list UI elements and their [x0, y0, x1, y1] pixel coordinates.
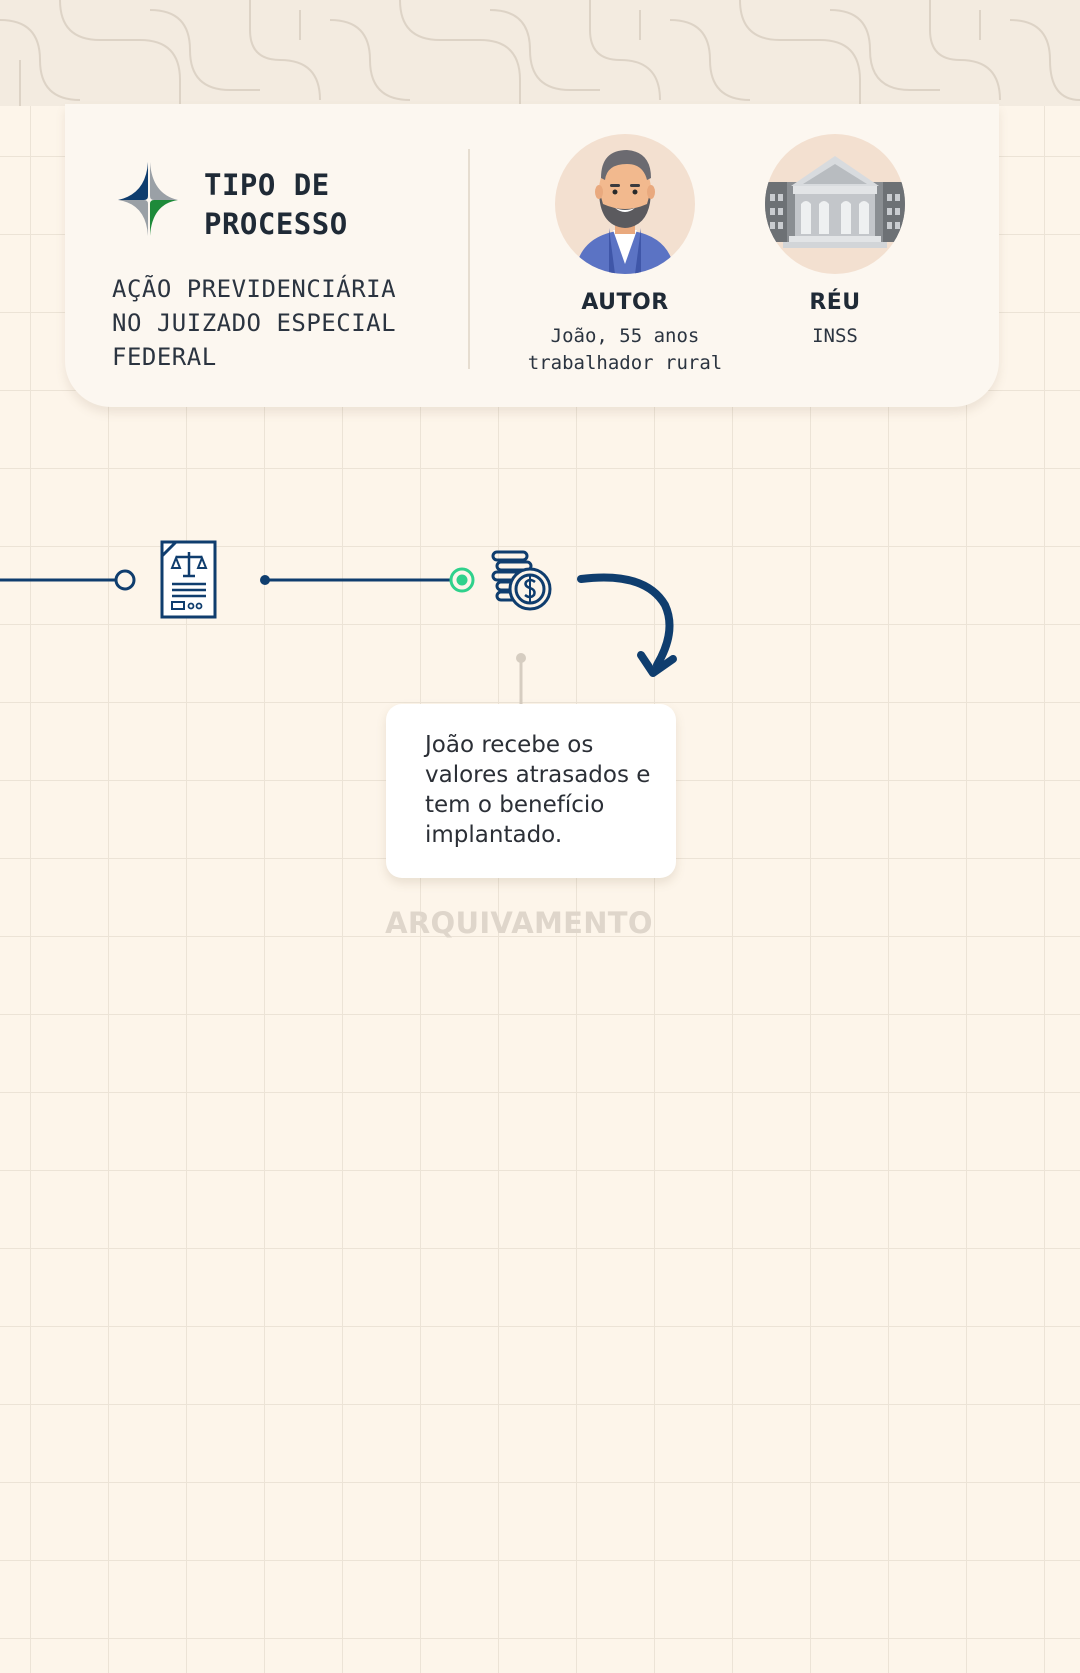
author-occupation: trabalhador rural: [527, 352, 723, 374]
defendant-role: RÉU: [809, 290, 861, 315]
court-logo-icon: [118, 162, 178, 236]
process-info-card: TIPO DE PROCESSO AÇÃO PREVIDENCIÁRIA NO …: [65, 104, 999, 407]
process-type-title: TIPO DE PROCESSO: [204, 168, 348, 241]
defendant-info: INSS: [725, 323, 945, 350]
card-divider: [468, 149, 470, 369]
author-party: AUTOR João, 55 anos trabalhador rural: [515, 134, 735, 377]
curved-arrow-icon: [577, 573, 677, 677]
header-pattern-band: [0, 0, 1080, 106]
timeline-callout: João recebe os valores atrasados e tem o…: [386, 704, 676, 878]
process-timeline: [0, 540, 552, 704]
legal-document-icon: [160, 540, 217, 619]
header-pattern: [0, 0, 1080, 106]
callout-connector-dot: [516, 653, 526, 663]
timeline-node-past[interactable]: [114, 569, 136, 591]
process-type-description: AÇÃO PREVIDENCIÁRIA NO JUIZADO ESPECIAL …: [112, 275, 397, 371]
author-info: João, 55 anos trabalhador rural: [515, 323, 735, 377]
stage-label-archiving: ARQUIVAMENTO: [385, 906, 653, 940]
timeline-node-active-dot: [456, 574, 468, 586]
coins-money-icon: [491, 550, 552, 611]
defendant-name: INSS: [812, 325, 858, 347]
callout-text: João recebe os valores atrasados e tem o…: [425, 732, 651, 848]
government-building-icon: [765, 156, 905, 248]
man-avatar-icon: [575, 150, 675, 274]
author-role: AUTOR: [581, 290, 669, 315]
defendant-avatar: [765, 134, 905, 274]
defendant-party: RÉU INSS: [725, 134, 945, 350]
author-name-age: João, 55 anos: [550, 325, 700, 347]
author-avatar: [555, 134, 695, 274]
